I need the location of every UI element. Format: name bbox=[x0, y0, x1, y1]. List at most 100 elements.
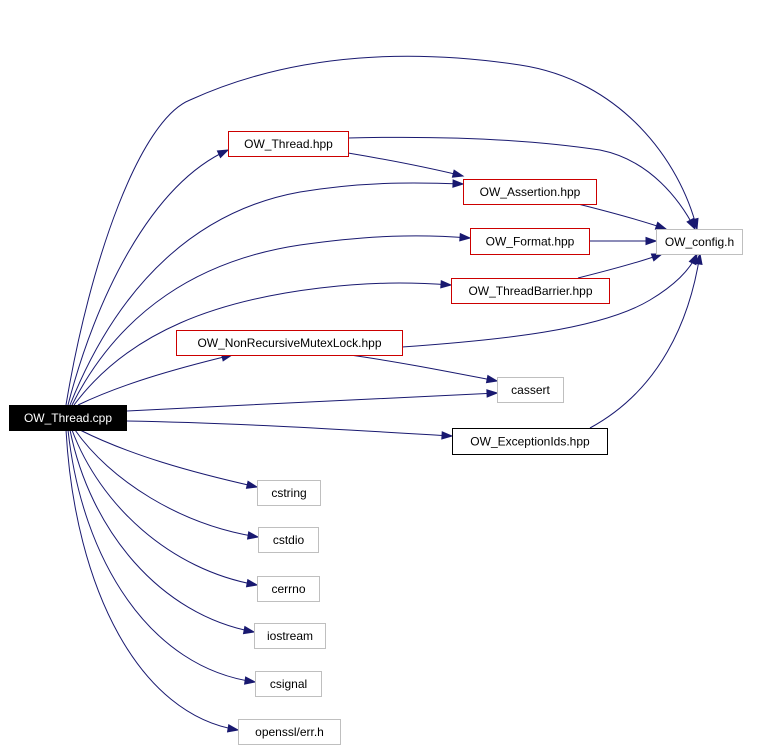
node-box bbox=[255, 671, 322, 697]
arrowhead-icon bbox=[441, 431, 454, 440]
node-ow-thread-hpp[interactable]: OW_Thread.hpp bbox=[228, 131, 349, 157]
node-label: cerrno bbox=[271, 582, 305, 596]
edge-ow-nonrecursivemutexlock-hpp-to-cassert bbox=[349, 354, 499, 384]
node-label: OW_ThreadBarrier.hpp bbox=[468, 284, 592, 298]
node-label: csignal bbox=[270, 677, 307, 691]
edge-ow-thread-cpp-to-ow-format-hpp bbox=[71, 232, 472, 406]
node-label: iostream bbox=[267, 629, 313, 643]
arrowhead-icon bbox=[226, 723, 240, 733]
edge-line bbox=[69, 182, 464, 406]
edge-ow-exceptionids-hpp-to-ow-config-h bbox=[589, 252, 703, 429]
nodes-layer: OW_Thread.cpp OW_Thread.hppOW_Assertion.h… bbox=[9, 131, 743, 745]
arrowhead-icon bbox=[459, 232, 472, 242]
node-iostream[interactable]: iostream bbox=[254, 623, 326, 649]
node-box bbox=[470, 228, 590, 255]
node-label: OW_Format.hpp bbox=[486, 235, 575, 249]
edges-layer bbox=[65, 55, 703, 733]
edge-ow-thread-cpp-to-iostream bbox=[69, 429, 256, 635]
node-ow-exceptionids-hpp[interactable]: OW_ExceptionIds.hpp bbox=[452, 428, 608, 455]
edge-line bbox=[125, 420, 453, 437]
node-box bbox=[452, 428, 608, 455]
edge-line bbox=[65, 429, 239, 731]
node-cassert[interactable]: cassert bbox=[497, 377, 564, 403]
node-label: openssl/err.h bbox=[255, 725, 324, 739]
edge-ow-thread-cpp-to-cassert bbox=[125, 389, 499, 412]
node-cstring[interactable]: cstring bbox=[257, 480, 321, 506]
edge-ow-thread-cpp-to-ow-thread-hpp bbox=[67, 149, 230, 406]
edge-ow-assertion-hpp-to-ow-config-h bbox=[577, 203, 668, 230]
node-cerrno[interactable]: cerrno bbox=[257, 576, 320, 602]
edge-ow-thread-cpp-to-ow-exceptionids-hpp bbox=[125, 420, 454, 440]
edge-line bbox=[349, 354, 498, 382]
node-ow-assertion-hpp[interactable]: OW_Assertion.hpp bbox=[463, 179, 597, 205]
edge-line bbox=[71, 429, 258, 586]
arrowhead-icon bbox=[694, 252, 703, 266]
arrowhead-icon bbox=[246, 531, 260, 540]
edge-ow-thread-hpp-to-ow-assertion-hpp bbox=[347, 152, 465, 178]
node-label: OW_Assertion.hpp bbox=[480, 185, 581, 199]
arrowhead-icon bbox=[245, 480, 259, 489]
edge-line bbox=[125, 392, 498, 412]
node-box bbox=[254, 623, 326, 649]
node-box bbox=[9, 405, 127, 431]
edge-line bbox=[347, 136, 696, 230]
node-label: cstring bbox=[271, 486, 306, 500]
edge-line bbox=[74, 429, 259, 538]
node-ow-thread-cpp[interactable]: OW_Thread.cpp bbox=[9, 405, 127, 431]
arrowhead-icon bbox=[451, 169, 465, 178]
edge-ow-thread-cpp-to-cstdio bbox=[74, 429, 260, 540]
node-openssl-err-h[interactable]: openssl/err.h bbox=[238, 719, 341, 745]
edge-line bbox=[589, 253, 701, 429]
edge-line bbox=[67, 429, 256, 683]
edge-ow-format-hpp-to-ow-config-h bbox=[589, 236, 658, 246]
edge-ow-threadbarrier-hpp-to-ow-config-h bbox=[577, 253, 664, 279]
arrowhead-icon bbox=[243, 676, 257, 685]
node-box bbox=[497, 377, 564, 403]
edge-ow-thread-cpp-to-ow-assertion-hpp bbox=[69, 179, 465, 406]
edge-line bbox=[401, 253, 698, 348]
node-box bbox=[257, 480, 321, 506]
arrowhead-icon bbox=[242, 625, 256, 635]
arrowhead-icon bbox=[440, 279, 453, 289]
node-cstdio[interactable]: cstdio bbox=[258, 527, 319, 553]
edge-line bbox=[77, 354, 233, 406]
edge-line bbox=[347, 152, 464, 177]
edge-ow-thread-cpp-to-ow-threadbarrier-hpp bbox=[73, 279, 453, 406]
node-ow-threadbarrier-hpp[interactable]: OW_ThreadBarrier.hpp bbox=[451, 278, 610, 304]
edge-ow-thread-cpp-to-cstring bbox=[79, 429, 259, 489]
node-label: OW_ExceptionIds.hpp bbox=[470, 435, 590, 449]
edge-ow-thread-hpp-to-ow-config-h bbox=[347, 136, 696, 231]
node-ow-format-hpp[interactable]: OW_Format.hpp bbox=[470, 228, 590, 255]
edge-line bbox=[73, 282, 452, 406]
arrowhead-icon bbox=[645, 236, 658, 246]
arrowhead-icon bbox=[216, 149, 230, 159]
node-label: OW_Thread.hpp bbox=[244, 137, 333, 151]
edge-ow-thread-cpp-to-openssl-err-h bbox=[65, 429, 240, 733]
node-box bbox=[463, 179, 597, 205]
edge-ow-thread-cpp-to-cerrno bbox=[71, 429, 259, 588]
edge-ow-thread-cpp-to-ow-nonrecursivemutexlock-hpp bbox=[77, 353, 234, 406]
node-label: OW_config.h bbox=[665, 235, 734, 249]
edge-line bbox=[577, 203, 667, 230]
edge-line bbox=[79, 429, 258, 488]
node-ow-config-h[interactable]: OW_config.h bbox=[656, 229, 743, 255]
node-label: cassert bbox=[511, 383, 550, 397]
edge-line bbox=[577, 253, 663, 279]
node-box bbox=[176, 330, 403, 356]
edge-line bbox=[67, 149, 229, 406]
arrowhead-icon bbox=[245, 578, 259, 588]
node-csignal[interactable]: csignal bbox=[255, 671, 322, 697]
node-label: OW_Thread.cpp bbox=[24, 411, 112, 425]
edge-line bbox=[69, 429, 255, 633]
node-label: cstdio bbox=[273, 533, 305, 547]
node-box bbox=[228, 131, 349, 157]
node-box bbox=[451, 278, 610, 304]
node-box bbox=[258, 527, 319, 553]
arrowhead-icon bbox=[654, 221, 668, 230]
arrowhead-icon bbox=[485, 374, 499, 384]
arrowhead-icon bbox=[452, 179, 465, 188]
arrowhead-icon bbox=[486, 389, 499, 398]
node-ow-nonrecursivemutexlock-hpp[interactable]: OW_NonRecursiveMutexLock.hpp bbox=[176, 330, 403, 356]
arrowhead-icon bbox=[686, 217, 696, 231]
